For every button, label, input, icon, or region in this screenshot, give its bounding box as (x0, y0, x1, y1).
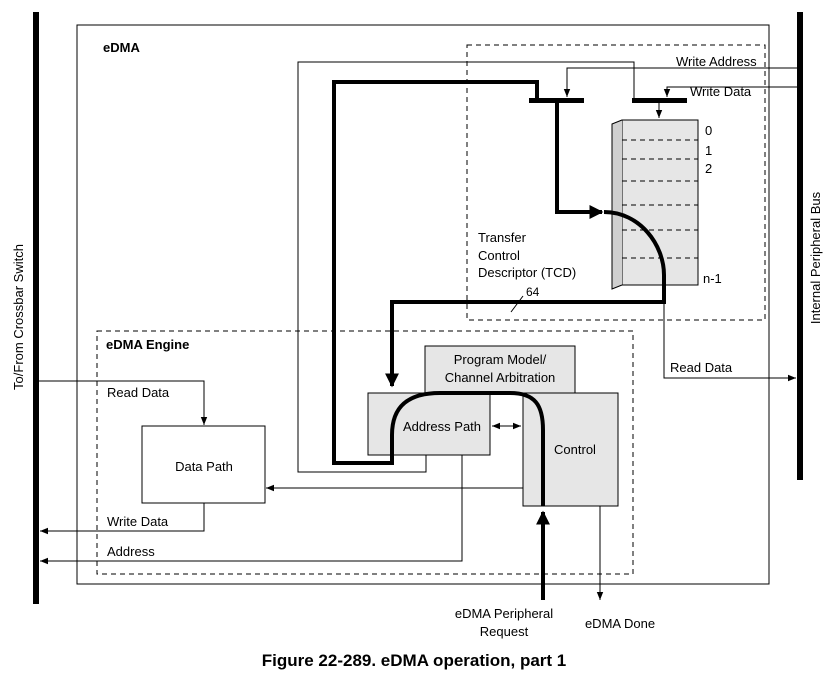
data-path-label: Data Path (175, 459, 233, 474)
ipbus-label: Internal Peripheral Bus (808, 191, 823, 324)
program-model-label-1: Program Model/ (454, 352, 547, 367)
tcd-memory-block (621, 119, 699, 286)
read-data-in-wire (39, 380, 208, 425)
tcd-row-n: n-1 (703, 271, 722, 286)
address-feedback-wire (297, 61, 635, 473)
data-path-block (141, 425, 266, 504)
tcd-readout-thick (385, 210, 666, 388)
control-label: Control (554, 442, 596, 457)
write-data-top-label: Write Data (690, 84, 752, 99)
write-address-label: Write Address (676, 54, 757, 69)
edma-done-label: eDMA Done (585, 616, 655, 631)
data-mux-bar (632, 98, 687, 103)
address-path-label: Address Path (403, 419, 481, 434)
write-data-wire (663, 86, 797, 97)
peripheral-bus-bar (797, 12, 803, 480)
engine-curve-thick (390, 391, 545, 506)
thick-wires (332, 80, 666, 600)
write-data-out-wire (40, 503, 205, 535)
tcd-row-2: 2 (705, 161, 712, 176)
thin-wires (39, 61, 797, 600)
tcd-label-line3: Descriptor (TCD) (478, 265, 576, 280)
tcd-label-line1: Transfer (478, 230, 527, 245)
figure-caption: Figure 22-289. eDMA operation, part 1 (262, 651, 567, 670)
program-model-label-2: Channel Arbitration (445, 370, 556, 385)
tcd-label-line2: Control (478, 248, 520, 263)
edma-engine-title: eDMA Engine (106, 337, 189, 352)
tcd-depth-edge (611, 119, 623, 290)
tcd-read-data-wire (663, 303, 796, 382)
peripheral-request-label-1: eDMA Peripheral (455, 606, 553, 621)
edma-title: eDMA (103, 40, 140, 55)
address-out-wire (40, 455, 463, 565)
write-data-left-label: Write Data (107, 514, 169, 529)
crossbar-label: To/From Crossbar Switch (11, 244, 26, 390)
read-data-right-label: Read Data (670, 360, 733, 375)
write-address-wire (563, 67, 797, 97)
address-left-label: Address (107, 544, 155, 559)
tcd-region (466, 44, 766, 321)
edma-engine-region (96, 330, 634, 575)
address-mux-bar (529, 98, 584, 103)
mux-to-tcd-thick (555, 103, 604, 219)
crossbar-bus-bar (33, 12, 39, 604)
edma-box (76, 24, 770, 585)
read-data-left-label: Read Data (107, 385, 170, 400)
tcd-row-0: 0 (705, 123, 712, 138)
bus-width-label: 64 (526, 285, 540, 299)
tcd-row-1: 1 (705, 143, 712, 158)
peripheral-request-label-2: Request (480, 624, 529, 639)
